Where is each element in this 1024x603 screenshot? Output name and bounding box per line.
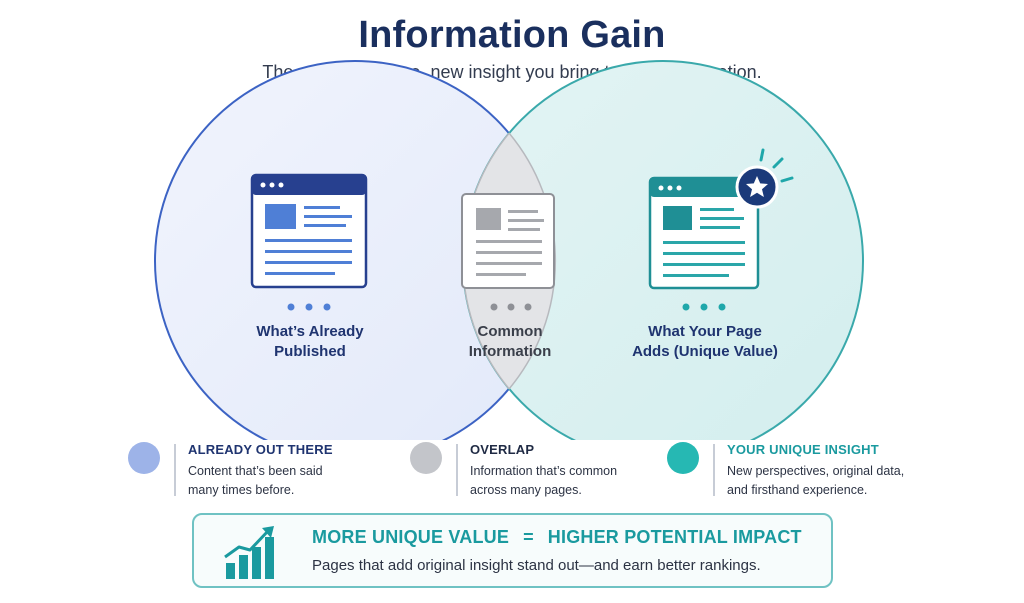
legend-desc-line-2: and firsthand experience. <box>727 483 868 497</box>
common-information-line-2: Information <box>468 343 552 360</box>
unique-page-icon <box>648 176 760 290</box>
impact-description: Pages that add original insight stand ou… <box>312 557 761 574</box>
unique-value-label: What Your Page Adds (Unique Value) <box>610 322 800 362</box>
legend-desc-line-1: New perspectives, original data, <box>727 464 905 478</box>
already-published-label: What’s Already Published <box>230 322 390 362</box>
legend-divider <box>456 444 458 496</box>
impact-heading: MORE UNIQUE VALUE = HIGHER POTENTIAL IMPAC… <box>312 527 802 548</box>
legend-heading: YOUR UNIQUE INSIGHT <box>727 442 879 457</box>
legend-description: Information that’s common across many pa… <box>470 462 690 500</box>
page-title: Information Gain <box>358 14 666 56</box>
already-published-line-2: Published <box>274 343 346 360</box>
legend-heading: OVERLAP <box>470 442 535 457</box>
right-dots <box>682 303 726 311</box>
legend-divider <box>713 444 715 496</box>
legend-dot-teal <box>667 442 699 474</box>
unique-value-line-1: What Your Page <box>648 323 762 340</box>
legend-heading: ALREADY OUT THERE <box>188 442 333 457</box>
impact-left-text: MORE UNIQUE VALUE <box>312 527 510 547</box>
legend-dot-blue <box>128 442 160 474</box>
growth-chart-icon <box>224 526 274 579</box>
legend-description: Content that’s been said many times befo… <box>188 462 408 500</box>
legend-dot-gray <box>410 442 442 474</box>
middle-dots <box>490 303 532 311</box>
already-published-line-1: What’s Already <box>256 323 364 340</box>
published-page-icon <box>250 173 368 289</box>
legend-divider <box>174 444 176 496</box>
legend-desc-line-1: Content that’s been said <box>188 464 323 478</box>
legend-desc-line-2: across many pages. <box>470 483 582 497</box>
legend-description: New perspectives, original data, and fir… <box>727 462 947 500</box>
venn-diagram <box>154 60 864 440</box>
common-information-label: Common Information <box>440 322 580 362</box>
star-badge-icon <box>735 148 794 209</box>
legend-desc-line-1: Information that’s common <box>470 464 618 478</box>
unique-value-line-2: Adds (Unique Value) <box>632 343 778 360</box>
left-dots <box>287 303 331 311</box>
common-information-line-1: Common <box>477 323 543 340</box>
equals-sign: = <box>523 527 534 547</box>
legend-desc-line-2: many times before. <box>188 483 295 497</box>
impact-right-text: HIGHER POTENTIAL IMPACT <box>547 527 802 547</box>
impact-callout: MORE UNIQUE VALUE = HIGHER POTENTIAL IMPAC… <box>192 513 833 588</box>
common-page-icon <box>461 193 555 289</box>
